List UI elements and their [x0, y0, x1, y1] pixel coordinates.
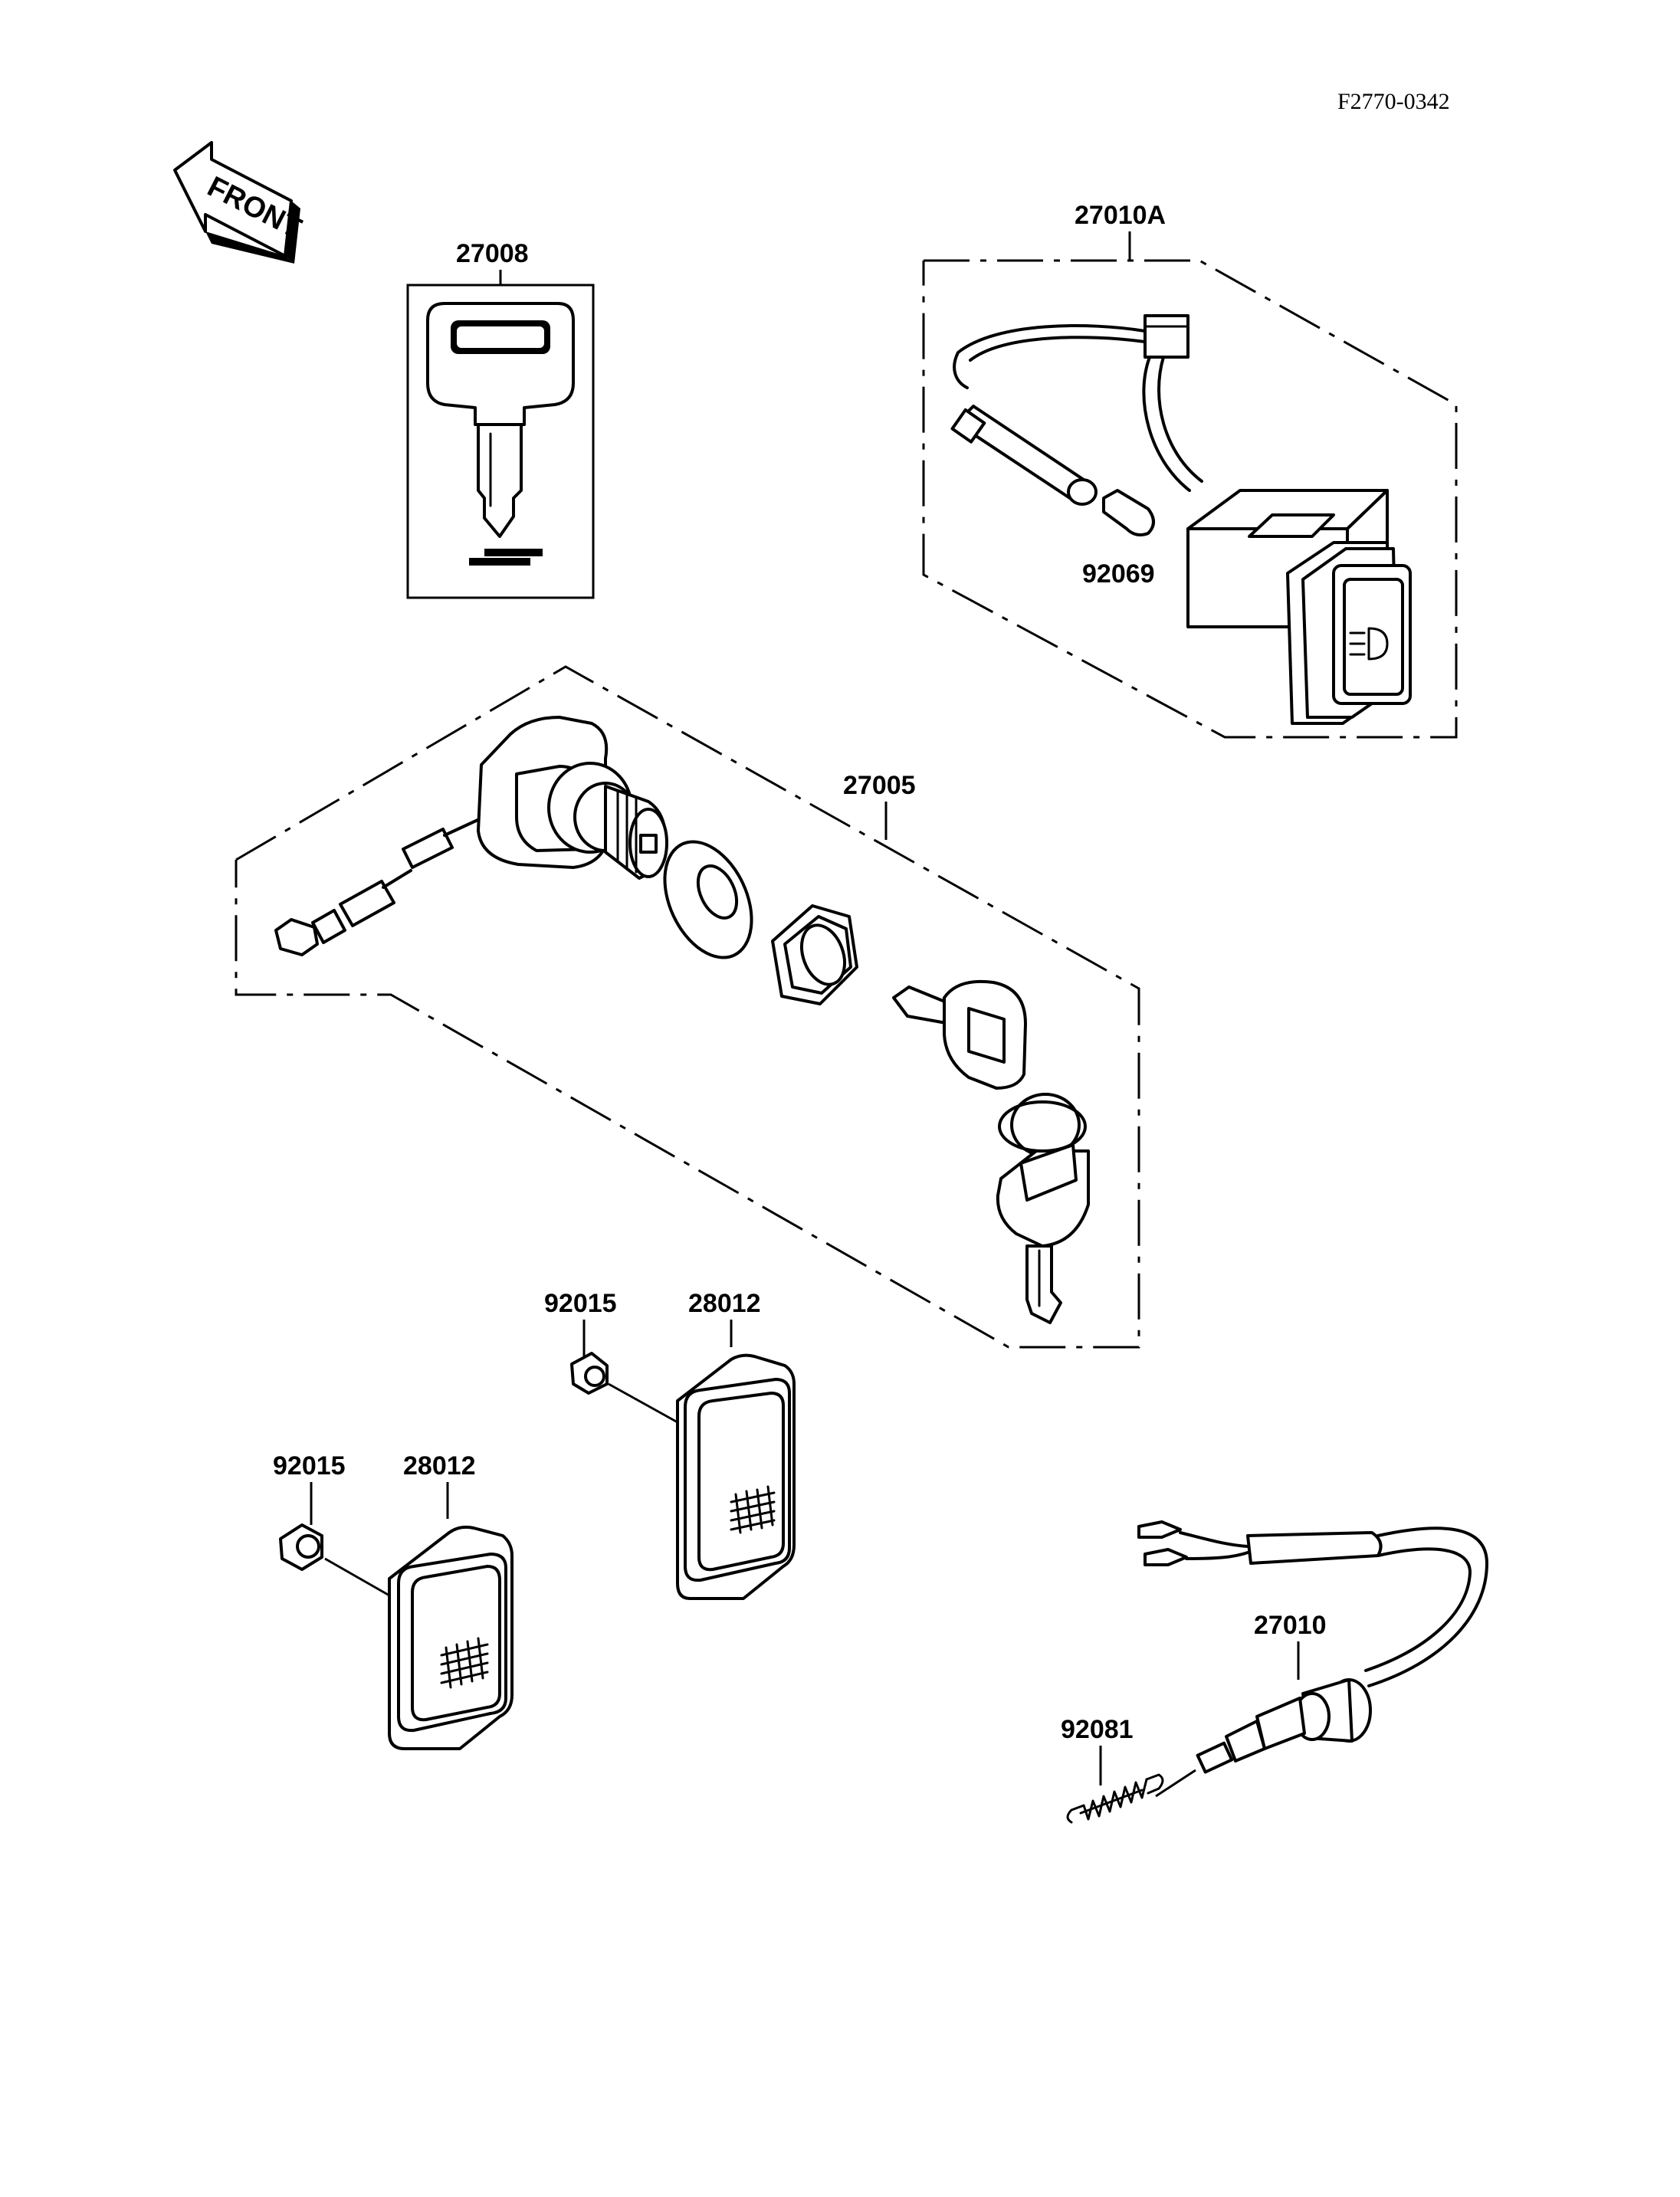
key-blank-label: 27008: [456, 239, 529, 268]
reflector-set-lower: 92015 28012: [273, 1451, 514, 1750]
flange-nut-lower-label: 92015: [273, 1451, 346, 1481]
headlight-switch-assy-27010A: 27010A 92069: [922, 201, 1458, 739]
reflector-upper-label: 28012: [688, 1289, 761, 1318]
brake-switch-27010: 27010 92081: [1061, 1520, 1488, 1824]
headlight-switch-label: 27010A: [1075, 201, 1166, 230]
reflector-lower-pattern: [440, 1637, 489, 1689]
reflector-upper-pattern: [730, 1485, 776, 1534]
flange-nut-upper-label: 92015: [544, 1289, 617, 1318]
ignition-switch-assy-27005: 27005: [235, 665, 1140, 1349]
front-arrow: FRONT: [173, 141, 307, 264]
reflector-lower-label: 28012: [403, 1451, 476, 1481]
ignition-switch-label: 27005: [843, 771, 916, 800]
spring-label: 92081: [1061, 1715, 1134, 1744]
catalog-number: F2770-0342: [1337, 89, 1450, 114]
reflector-set-upper: 92015 28012: [544, 1289, 796, 1600]
headlight-bulb-label: 92069: [1082, 559, 1155, 589]
key-blank-27008: 27008: [406, 239, 595, 599]
brake-switch-label: 27010: [1254, 1611, 1327, 1640]
